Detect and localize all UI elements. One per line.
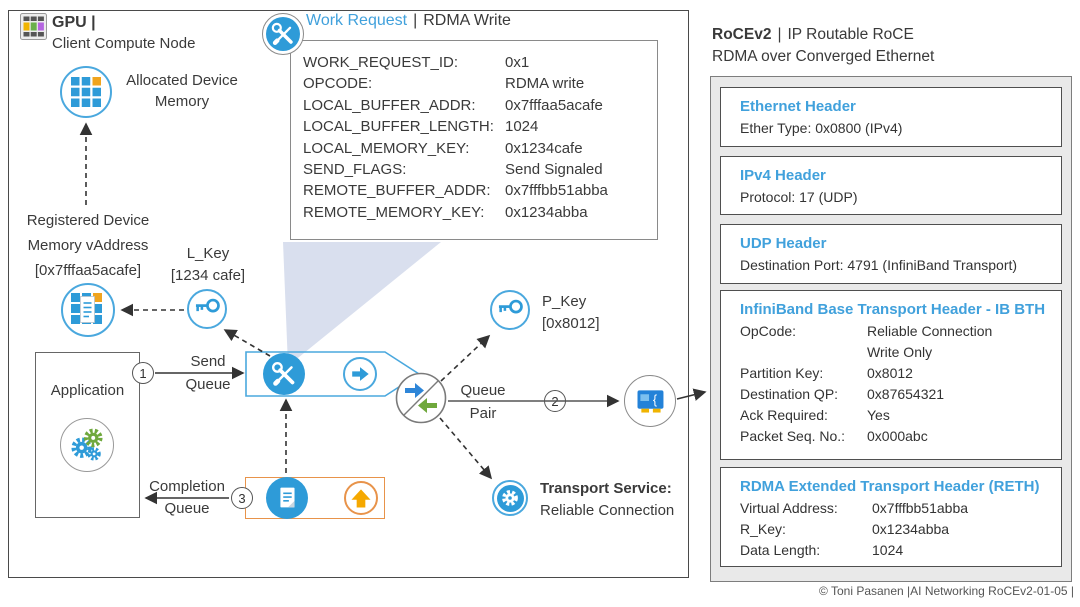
transport-service-label: Transport Service: Reliable Connection: [540, 480, 675, 519]
l-key-label: L_Key [1234 cafe]: [170, 245, 246, 284]
reth-row: Data Length:1024: [740, 542, 904, 558]
work-request-tools-icon: [262, 13, 304, 55]
send-queue-tools-icon: [263, 353, 305, 395]
ipv4-header-section: IPv4 Header Protocol: 17 (UDP): [720, 156, 1062, 215]
roce-panel-title: RoCEv2 | IP Routable RoCE RDMA over Conver…: [712, 24, 934, 68]
completion-queue-label: Completion Queue: [149, 478, 225, 517]
step-2-badge: 2: [544, 390, 566, 412]
roce-subtitle: RDMA over Converged Ethernet: [712, 48, 935, 65]
ib-bth-section: InfiniBand Base Transport Header - IB BT…: [720, 290, 1062, 460]
work-request-title-divider: |: [413, 12, 418, 29]
work-request-title: Work Request | RDMA Write: [306, 12, 511, 30]
work-request-title-text: Work Request: [306, 12, 408, 29]
bth-row: Partition Key:0x8012: [740, 365, 913, 381]
p-key-label: P_Key [0x8012]: [542, 293, 600, 332]
bth-row: Ack Required:Yes: [740, 407, 890, 423]
work-request-box: WORK_REQUEST_ID:0x1 OPCODE:RDMA write LO…: [290, 40, 658, 240]
packet-stack-panel: Ethernet Header Ether Type: 0x0800 (IPv4…: [710, 76, 1072, 582]
registered-memory-icon: [61, 283, 115, 337]
work-request-field: LOCAL_MEMORY_KEY:0x1234cafe: [303, 139, 583, 157]
gpu-chip-icon: [20, 13, 47, 40]
reth-row: Virtual Address:0x7fffbb51abba: [740, 500, 969, 516]
gpu-title: GPU |: [52, 14, 96, 31]
reth-row: R_Key:0x1234abba: [740, 521, 950, 537]
client-node-box: [8, 10, 689, 578]
roce-title-divider: |: [777, 26, 782, 43]
queue-pair-label: Queue Pair: [460, 382, 506, 422]
work-request-field: WORK_REQUEST_ID:0x1: [303, 54, 530, 71]
gpu-subtitle: Client Compute Node: [52, 35, 196, 52]
bth-row: Packet Seq. No.:0x000abc: [740, 428, 928, 444]
work-request-field: LOCAL_BUFFER_LENGTH:1024: [303, 118, 539, 136]
allocated-memory-icon: [60, 66, 112, 118]
copyright-footer: © Toni Pasanen |AI Networking RoCEv2-01-…: [819, 584, 1074, 598]
udp-header-section: UDP Header Destination Port: 4791 (Infin…: [720, 224, 1062, 284]
step-3-badge: 3: [231, 487, 253, 509]
work-request-field: SEND_FLAGS:Send Signaled: [303, 161, 603, 179]
ethernet-header-section: Ethernet Header Ether Type: 0x0800 (IPv4…: [720, 87, 1062, 147]
completion-up-arrow-icon: [344, 481, 378, 515]
send-queue-label: Send Queue: [185, 353, 231, 393]
reth-section: RDMA Extended Transport Header (RETH) Vi…: [720, 467, 1062, 567]
work-request-field: REMOTE_MEMORY_KEY:0x1234abba: [303, 203, 588, 221]
application-label: Application: [50, 382, 125, 399]
work-request-subtitle: RDMA Write: [423, 12, 511, 29]
allocated-memory-label: Allocated Device Memory: [126, 72, 238, 110]
application-gears-icon: [60, 418, 114, 472]
bth-row: Destination QP:0x87654321: [740, 386, 945, 402]
l-key-icon: [187, 289, 227, 329]
roce-title-suffix: IP Routable RoCE: [787, 26, 914, 43]
roce-title: RoCEv2: [712, 26, 772, 43]
nic-icon: {: [624, 375, 676, 427]
bth-row: OpCode:Reliable Connection: [740, 323, 993, 339]
svg-text:{: {: [653, 393, 657, 407]
completion-doc-icon: [266, 477, 308, 519]
transport-service-gear-icon: [492, 480, 528, 516]
work-request-field: OPCODE:RDMA write: [303, 75, 585, 93]
work-request-field: LOCAL_BUFFER_ADDR:0x7fffaa5acafe: [303, 96, 603, 114]
queue-pair-icon: [395, 372, 447, 424]
p-key-icon: [490, 290, 530, 330]
work-request-field: REMOTE_BUFFER_ADDR:0x7fffbb51abba: [303, 182, 608, 200]
client-node-title: GPU | Client Compute Node: [52, 12, 195, 54]
step-1-badge: 1: [132, 362, 154, 384]
send-arrow-icon: [343, 357, 377, 391]
registered-memory-label: Registered Device Memory vAddress [0x7ff…: [26, 212, 150, 279]
bth-row: Write Only: [867, 344, 933, 360]
